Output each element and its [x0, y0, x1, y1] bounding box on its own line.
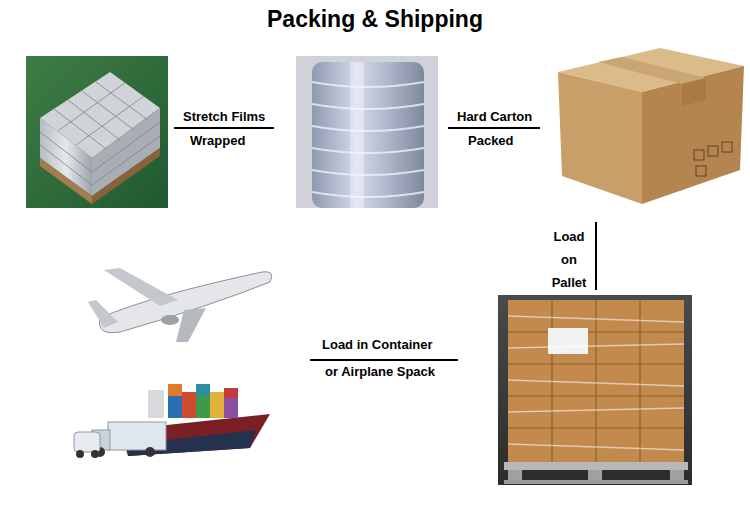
step-label: Hard Carton [457, 109, 532, 124]
step-label: Load on Pallet [547, 225, 591, 294]
wrapped-stack-photo [26, 56, 168, 208]
carton-box-drawing [558, 48, 744, 204]
step-label: Load in Container [322, 337, 433, 352]
transport-drawing [74, 268, 272, 458]
step-label: Stretch Films [183, 109, 265, 124]
stretch-film-photo [296, 56, 438, 208]
step-label: or Airplane Spack [325, 364, 435, 379]
step-label: Packed [468, 133, 514, 148]
loaded-pallet-photo [498, 295, 692, 485]
separator-line [174, 128, 596, 360]
step-label: Wrapped [190, 133, 245, 148]
title: Packing & Shipping [267, 6, 483, 33]
